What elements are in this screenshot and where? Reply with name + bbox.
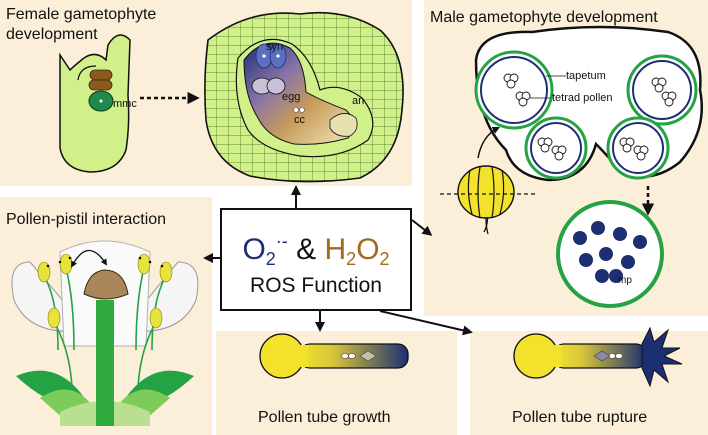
pollen-tube-growth <box>259 333 409 379</box>
ros-function-box: O2·- & H2O2 ROS Function <box>220 208 412 311</box>
ovule-early <box>59 34 131 173</box>
egg-label: egg <box>282 91 300 103</box>
male-title: Male gametophyte development <box>430 9 658 26</box>
flower-illustration <box>11 240 199 426</box>
ros-function-label: ROS Function <box>250 274 382 297</box>
h-subscript: 2 <box>346 249 357 269</box>
mature-pollen-locule <box>556 200 664 308</box>
growth-title: Pollen tube growth <box>258 409 391 426</box>
anther-whole <box>440 165 536 235</box>
pistil-title: Pollen-pistil interaction <box>6 211 167 228</box>
o2-subscript: 2 <box>265 249 276 269</box>
anther-cross-section <box>474 25 704 182</box>
ros-formula: O2·- & H2O2 <box>222 224 410 276</box>
syn-label: syn <box>266 41 283 53</box>
h-symbol: H <box>324 233 347 266</box>
pollen-tube-rupture <box>513 326 683 388</box>
an-label: an <box>352 95 364 107</box>
female-title-line2: development <box>6 26 98 43</box>
ampersand: & <box>296 233 317 266</box>
tapetum-label: tapetum <box>566 70 606 82</box>
anther-to-section-arrow <box>477 126 501 159</box>
mp-label: mp <box>618 275 632 286</box>
ovule-mature <box>204 11 404 183</box>
rupture-title: Pollen tube rupture <box>512 409 648 426</box>
o-symbol: O <box>356 233 380 266</box>
mmc-label: mmc <box>113 98 137 110</box>
ros-arrows <box>203 185 473 336</box>
o-subscript: 2 <box>379 249 390 269</box>
o2-symbol: O <box>242 233 266 266</box>
female-title-line1: Female gametophyte <box>6 6 157 23</box>
tetrad-label: tetrad pollen <box>552 92 613 104</box>
cc-label: cc <box>294 114 306 126</box>
o2-superscript: ·- <box>275 231 288 251</box>
